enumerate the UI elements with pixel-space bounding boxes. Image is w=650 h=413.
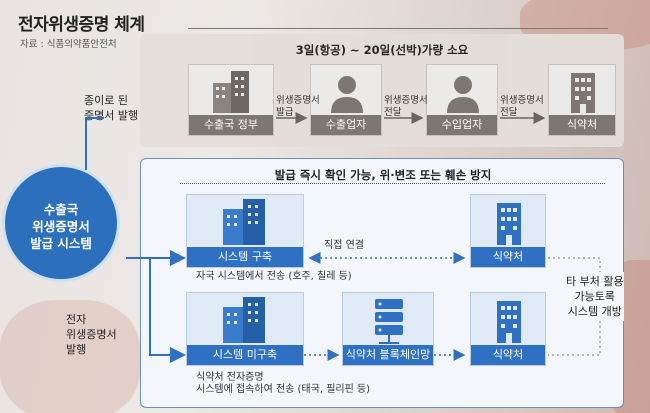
step-label: 식약처 (549, 115, 615, 135)
step-label: 수출국 정부 (189, 115, 273, 135)
open-system-note: 타 부처 활용 가능토록 시스템 개방 (566, 272, 624, 321)
person-icon (447, 76, 479, 113)
office-icon (571, 73, 595, 113)
box-label: 식약처 (471, 247, 545, 267)
box-label: 시스템 구축 (187, 247, 303, 267)
arrow-label: 위생증명서 전달 (384, 95, 428, 119)
issuing-system-circle: 수출국 위생증명서 발급 시스템 (2, 164, 120, 282)
electronic-caption: 발급 즉시 확인 가능, 위·변조 또는 훼손 방지 (274, 168, 492, 182)
office-icon (497, 301, 521, 343)
step-exporter: 수출업자 (310, 64, 382, 136)
step-label: 수출업자 (311, 115, 381, 135)
mfds-box-1: 식약처 (470, 194, 546, 268)
arrow-label: 위생증명서 발급 (276, 95, 320, 119)
paper-caption: 3일(항공) ~ 20일(선박)가량 소요 (295, 43, 469, 57)
box-label: 식약처 (471, 345, 545, 365)
direct-link-label: 직접 연결 (324, 240, 364, 251)
electronic-side-line: 발행 (66, 343, 87, 356)
circle-line: 수출국 (43, 202, 79, 217)
not-built-note: 식약처 전자증명 시스템에 접속하여 전송 (태국, 필리핀 등) (196, 372, 370, 396)
step-label: 수입업자 (427, 115, 497, 135)
page-title: 전자위생증명 체계 (18, 15, 145, 35)
circle-line: 발급 시스템 (30, 236, 92, 251)
office-icon (497, 203, 521, 245)
circle-line: 위생증명서 (32, 219, 90, 234)
duration-bracket (188, 28, 608, 29)
step-exporting-government: 수출국 정부 (188, 64, 274, 136)
arrow-text: 전달 (384, 107, 402, 118)
arrow-text: 위생증명서 (500, 95, 544, 106)
note-line: 시스템 개방 (567, 305, 622, 318)
building-icon (223, 297, 265, 343)
background-meat-image (0, 300, 140, 413)
arrow-label: 위생증명서 전달 (500, 95, 544, 119)
system-built-box: 시스템 구축 (186, 194, 304, 268)
step-importer: 수입업자 (426, 64, 498, 136)
box-label: 식약처 블록체인망 (343, 345, 433, 365)
arrow-text: 전달 (500, 107, 518, 118)
built-note: 자국 시스템에서 전송 (호주, 칠레 등) (196, 271, 352, 282)
note-line: 식약처 전자증명 (196, 372, 264, 383)
electronic-side-line: 전자 (66, 313, 87, 326)
electronic-side-label: 전자 위생증명서 발행 (66, 312, 117, 357)
box-label: 시스템 미구축 (187, 345, 303, 365)
building-icon (223, 199, 265, 245)
server-icon (375, 299, 403, 344)
electronic-side-line: 위생증명서 (66, 328, 117, 341)
arrow-text: 위생증명서 (276, 95, 320, 106)
note-line: 타 부처 활용 (566, 275, 624, 288)
person-icon (331, 76, 363, 113)
source-note: 자료 : 식품의약품안전처 (20, 39, 117, 50)
note-line: 가능토록 (574, 290, 616, 303)
blockchain-box: 식약처 블록체인망 (342, 292, 434, 366)
note-line: 시스템에 접속하여 전송 (태국, 필리핀 등) (196, 384, 371, 395)
step-mfds: 식약처 (548, 64, 616, 136)
arrow-text: 발급 (276, 107, 294, 118)
building-icon (213, 71, 249, 113)
electronic-bracket (180, 183, 605, 184)
arrow-text: 위생증명서 (384, 95, 428, 106)
system-not-built-box: 시스템 미구축 (186, 292, 304, 366)
paper-side-line: 종이로 된 (84, 94, 128, 107)
mfds-box-2: 식약처 (470, 292, 546, 366)
